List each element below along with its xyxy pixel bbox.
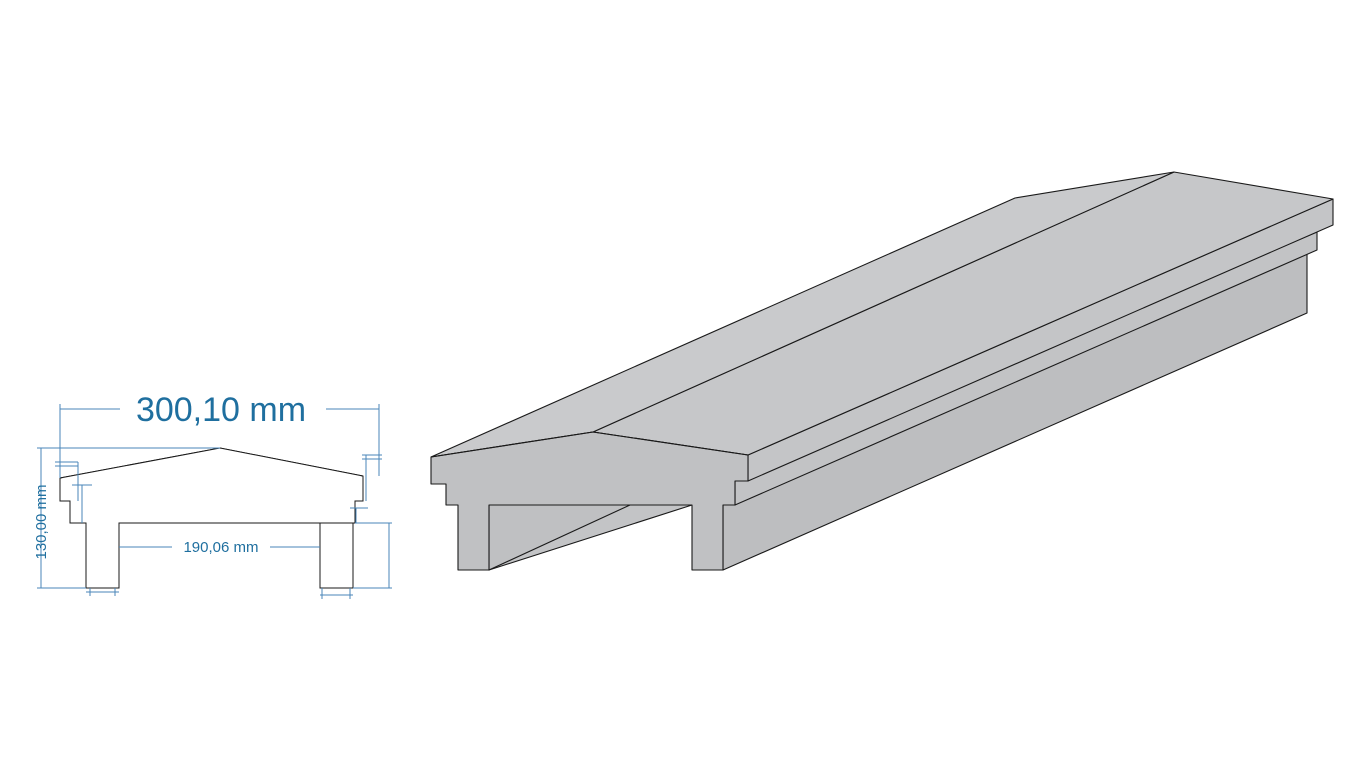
- section-profile-view: 300,10 mm 130,00 mm: [33, 391, 392, 599]
- leg-width-dimensions: [86, 588, 353, 599]
- inner-width-dimension: 190,06 mm: [119, 539, 320, 556]
- overall-height-label: 130,00 mm: [33, 484, 50, 559]
- overall-width-dimension: 300,10 mm: [59, 391, 380, 478]
- overall-width-label: 300,10 mm: [136, 391, 306, 429]
- left-detail-dimension: [55, 461, 92, 523]
- capstone-front-face: [430, 431, 749, 571]
- isometric-view: [430, 171, 1334, 571]
- capstone-inner-channel: [488, 504, 631, 571]
- inner-width-label: 190,06 mm: [183, 539, 258, 556]
- capstone-front-ridge: [430, 431, 749, 458]
- right-detail-dimension: [350, 454, 392, 589]
- overall-height-dimension: 130,00 mm: [33, 447, 220, 589]
- section-profile-slope: [59, 447, 364, 479]
